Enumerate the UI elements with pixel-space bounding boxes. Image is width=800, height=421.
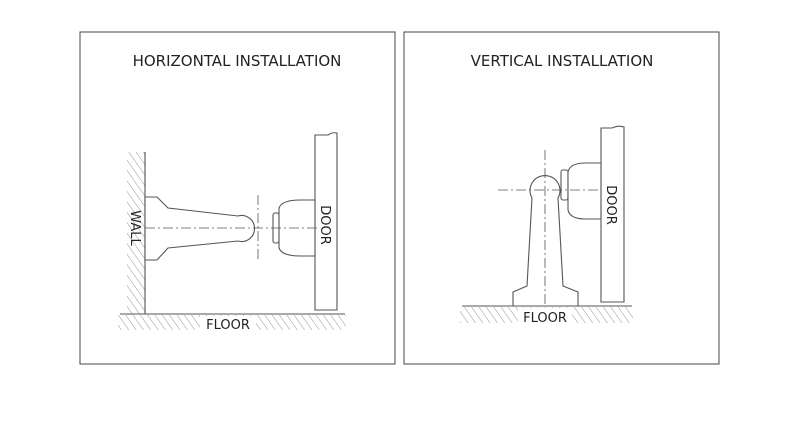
panel-title: VERTICAL INSTALLATION [471,52,654,70]
door [314,132,338,311]
door-stopper-vertical [512,162,602,307]
horizontal-installation-panel: HORIZONTAL INSTALLATION FLOOR DOOR WALL [79,31,396,365]
door [600,125,625,303]
wall-hatch [127,152,145,314]
door-label: DOOR [317,205,332,245]
panel-frame [403,31,720,365]
panel-frame [79,31,396,365]
floor-label: FLOOR [523,311,567,326]
panel-title: HORIZONTAL INSTALLATION [133,52,342,70]
vertical-installation-panel: VERTICAL INSTALLATION FLOOR DOOR [403,31,720,365]
door-stopper-horizontal [144,196,316,261]
floor-label: FLOOR [206,318,250,333]
wall-label: WALL [127,210,142,246]
door-label: DOOR [603,185,618,225]
